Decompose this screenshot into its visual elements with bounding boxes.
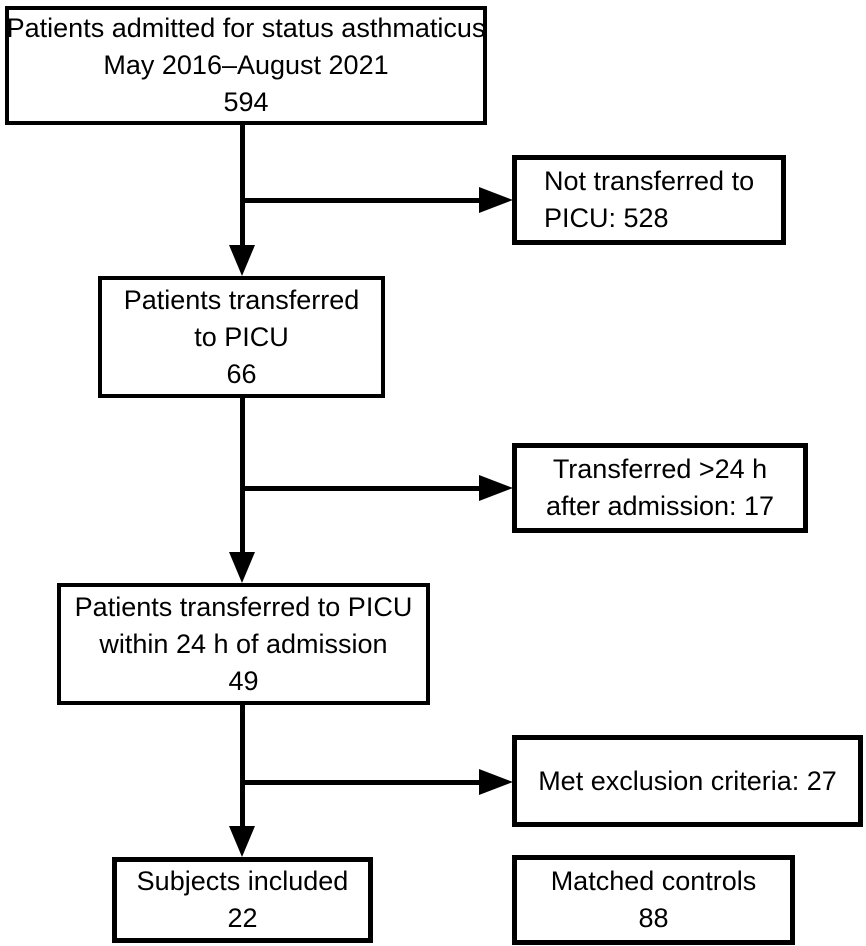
connector-line-branch-late	[240, 486, 482, 491]
flow-box-text-line: to PICU	[194, 321, 289, 352]
arrow-right-icon	[479, 769, 513, 795]
flow-box-text-line: May 2016–August 2021	[103, 50, 389, 80]
flow-box-count: 22	[227, 903, 258, 933]
flow-box-subjects-included: Subjects included 22	[112, 857, 373, 943]
flow-box-count: 66	[226, 358, 257, 389]
flow-box-text-line: Subjects included	[136, 866, 349, 896]
flow-box-text-line: after admission: 17	[545, 491, 775, 521]
flow-box-transferred-late: Transferred >24 h after admission: 17	[512, 443, 808, 533]
flow-box-text-line: Met exclusion criteria: 27	[538, 765, 837, 796]
flow-box-text-line: Matched controls	[550, 866, 757, 896]
flow-box-admitted: Patients admitted for status asthmaticus…	[5, 6, 487, 125]
arrow-down-icon	[229, 552, 255, 583]
connector-line-within24-to-subjects	[240, 703, 245, 831]
flow-box-text-line: PICU: 528	[544, 203, 669, 233]
flow-box-count: 594	[223, 87, 269, 117]
connector-line-branch-not-transferred	[240, 198, 482, 203]
flow-box-text-line: Patients transferred to PICU	[74, 591, 413, 622]
arrow-right-icon	[479, 187, 513, 213]
flow-box-transferred-picu: Patients transferred to PICU 66	[98, 276, 385, 398]
flow-box-text-line: Transferred >24 h	[552, 454, 768, 484]
flow-box-not-transferred: Not transferred to PICU: 528	[512, 155, 786, 245]
flow-box-text-line: Not transferred to	[544, 166, 755, 196]
arrow-down-icon	[229, 826, 255, 857]
connector-line-transferred-to-within24	[240, 396, 245, 556]
flow-box-text-line: within 24 h of admission	[99, 628, 388, 659]
flow-box-count: 49	[228, 665, 259, 696]
flow-box-met-exclusion: Met exclusion criteria: 27	[512, 735, 863, 827]
arrow-right-icon	[479, 475, 513, 501]
flow-box-matched-controls: Matched controls 88	[512, 855, 795, 945]
flow-box-transferred-within-24h: Patients transferred to PICU within 24 h…	[57, 583, 430, 705]
flow-box-text-line: Patients admitted for status asthmaticus	[6, 13, 486, 43]
flow-box-text-line: Patients transferred	[123, 284, 360, 315]
flow-box-count: 88	[638, 903, 669, 933]
connector-line-admitted-to-transferred	[240, 123, 245, 251]
connector-line-branch-exclusion	[240, 780, 482, 785]
arrow-down-icon	[229, 245, 255, 276]
